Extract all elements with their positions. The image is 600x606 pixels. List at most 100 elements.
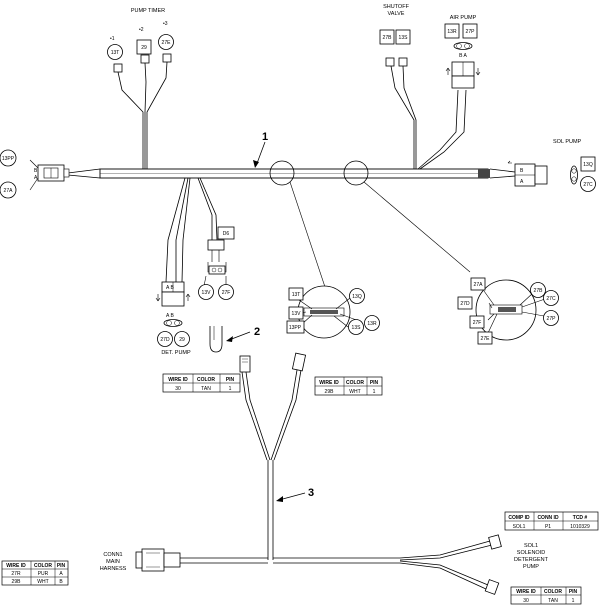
table-wire-30: WIRE ID COLOR PIN 30 TAN 1: [162, 373, 241, 393]
detail-marker-2: [343, 160, 369, 186]
table-conn1: WIRE ID COLOR PIN 27R PUR A 29B WHT B: [1, 560, 69, 586]
wire-id-13s-top: 13S: [395, 29, 411, 45]
wire-id-13t: 13T: [107, 44, 123, 60]
pump-timer-label: PUMP TIMER: [131, 8, 165, 14]
sol1-label-4: PUMP: [523, 564, 539, 570]
wire-id-27b-top: 27B: [379, 29, 395, 45]
svg-text:29: 29: [179, 337, 185, 343]
svg-text:29: 29: [141, 45, 147, 51]
callout-3: 3: [276, 487, 314, 502]
wire-id-27f: 27F: [218, 284, 234, 300]
svg-text:COLOR: COLOR: [197, 377, 215, 383]
wire-id-29: 29: [136, 39, 152, 55]
svg-text:B: B: [520, 168, 524, 174]
table-component: COMP ID CONN ID TCD # SOL1 P1 1010329: [504, 511, 599, 531]
y-harness: [135, 352, 502, 595]
svg-text:COLOR: COLOR: [34, 563, 52, 569]
pin-3-label: •3: [163, 21, 168, 27]
d1-wire-13r: 13R: [364, 315, 380, 331]
wire-id-d6: D6: [217, 226, 235, 240]
svg-text:TCD #: TCD #: [573, 515, 588, 521]
d1-wire-13q: 13Q: [349, 288, 365, 304]
svg-text:27F: 27F: [222, 290, 231, 296]
svg-text:13R: 13R: [447, 29, 457, 35]
svg-text:29B: 29B: [325, 389, 335, 395]
svg-text:PUR: PUR: [38, 571, 49, 577]
svg-text:27B: 27B: [383, 35, 393, 41]
svg-text:A B: A B: [166, 313, 174, 319]
callout-1: 1: [253, 131, 268, 168]
left-connector: B A: [29, 159, 70, 191]
shutoff-valve-branch: [385, 57, 417, 169]
svg-text:1: 1: [262, 131, 268, 143]
svg-text:SOL1: SOL1: [513, 524, 526, 530]
svg-text:13Q: 13Q: [583, 162, 593, 168]
svg-text:D6: D6: [223, 231, 230, 237]
svg-text:13S: 13S: [399, 35, 409, 41]
svg-text:1: 1: [373, 389, 376, 395]
svg-text:B: B: [59, 579, 63, 585]
pin-a-label: A: [34, 175, 38, 181]
svg-text:27P: 27P: [466, 29, 476, 35]
wire-id-27e: 27E: [158, 34, 174, 50]
svg-text:13V: 13V: [202, 290, 212, 296]
svg-text:27F: 27F: [473, 320, 482, 326]
conn1-label-3: HARNESS: [100, 566, 127, 572]
svg-text:A: A: [520, 179, 524, 185]
svg-text:WIRE ID: WIRE ID: [168, 377, 188, 383]
main-harness-trunk: [67, 168, 516, 179]
svg-text:27E: 27E: [481, 336, 491, 342]
d2-wire-27a: 27A: [470, 277, 486, 291]
svg-text:WIRE ID: WIRE ID: [319, 380, 339, 386]
shutoff-label-1: SHUTOFF: [383, 4, 410, 10]
d1-wire-13t: 13T: [288, 287, 304, 301]
conn1-label-2: MAIN: [106, 559, 120, 565]
svg-text:COLOR: COLOR: [544, 589, 562, 595]
det-pump-label: DET. PUMP: [161, 350, 191, 356]
svg-text:3: 3: [308, 487, 314, 499]
detail-view-2: [475, 279, 546, 341]
d2-wire-27e: 27E: [477, 331, 493, 345]
wire-id-27p-top: 27P: [462, 23, 478, 39]
svg-text:30: 30: [523, 598, 529, 604]
sol1-label-2: SOLENOID: [517, 550, 545, 556]
svg-text:WIRE ID: WIRE ID: [516, 589, 536, 595]
callout-2: 2: [226, 326, 260, 342]
svg-text:PIN: PIN: [226, 377, 235, 383]
wire-id-27d-det: 27D: [157, 331, 173, 347]
d1-wire-13pp: 13PP: [286, 320, 305, 334]
svg-text:27D: 27D: [460, 301, 470, 307]
table-sol1: WIRE ID COLOR PIN 30 TAN 1: [510, 586, 582, 605]
svg-text:13PP: 13PP: [289, 325, 302, 331]
pump-timer-branch: [113, 53, 172, 169]
svg-text:27A: 27A: [474, 282, 484, 288]
svg-text:TAN: TAN: [548, 598, 558, 604]
svg-text:PIN: PIN: [569, 589, 578, 595]
svg-text:27R: 27R: [11, 571, 21, 577]
detergent-pump-branch: A B A B: [155, 177, 191, 327]
detail-marker-1: [269, 160, 295, 186]
sol-pump-label: SOL PUMP: [553, 139, 582, 145]
svg-text:1: 1: [572, 598, 575, 604]
wire-id-13r-top: 13R: [444, 23, 460, 39]
pin-1-label: •1: [110, 36, 115, 42]
wire-id-13q-right: 13Q: [580, 156, 596, 172]
table-wire-29b: WIRE ID COLOR PIN 29B WHT 1: [314, 376, 383, 396]
pin-b-label: B: [34, 168, 38, 174]
component-item-2: [209, 326, 223, 353]
sol-pump-connector: B A: [507, 160, 578, 187]
air-pump-branch: [417, 61, 481, 170]
wire-id-27c-right: 27C: [580, 176, 596, 192]
svg-text:1010329: 1010329: [570, 524, 590, 530]
sol1-label-3: DETERGENT: [514, 557, 549, 563]
d6-branch: [197, 177, 227, 287]
svg-text:A B: A B: [166, 285, 174, 291]
svg-text:13T: 13T: [292, 292, 301, 298]
d2-wire-27c: 27C: [543, 290, 559, 306]
wire-id-29-det: 29: [174, 331, 190, 347]
svg-text:2: 2: [254, 326, 260, 338]
svg-text:27E: 27E: [162, 40, 172, 46]
svg-text:27A: 27A: [4, 188, 14, 194]
d2-wire-27p: 27P: [543, 310, 559, 326]
